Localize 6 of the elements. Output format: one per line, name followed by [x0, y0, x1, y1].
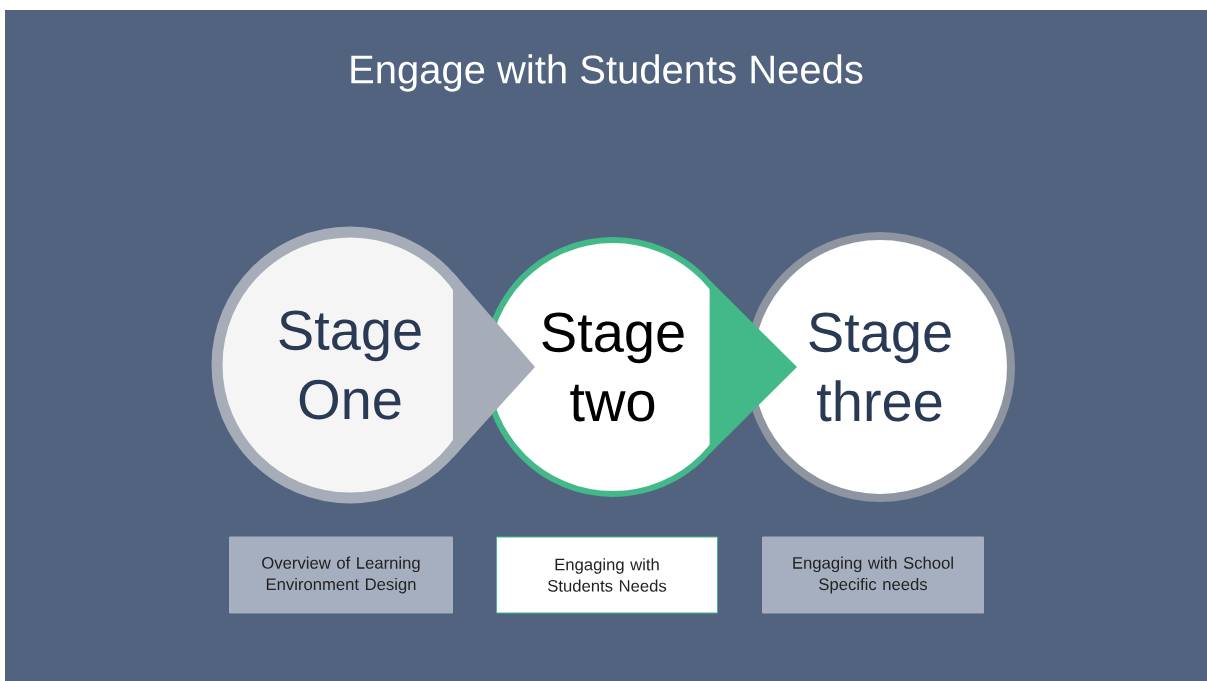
caption-box: Overview of Learning Environment Design: [229, 536, 453, 614]
caption-box: Engaging with Students Needs: [496, 536, 718, 614]
caption-box: Engaging with School Specific needs: [762, 536, 984, 614]
title: Engage with Students Needs: [351, 54, 863, 92]
pointer-arrow: [709, 280, 797, 454]
pointer-arrow: [452, 272, 535, 458]
